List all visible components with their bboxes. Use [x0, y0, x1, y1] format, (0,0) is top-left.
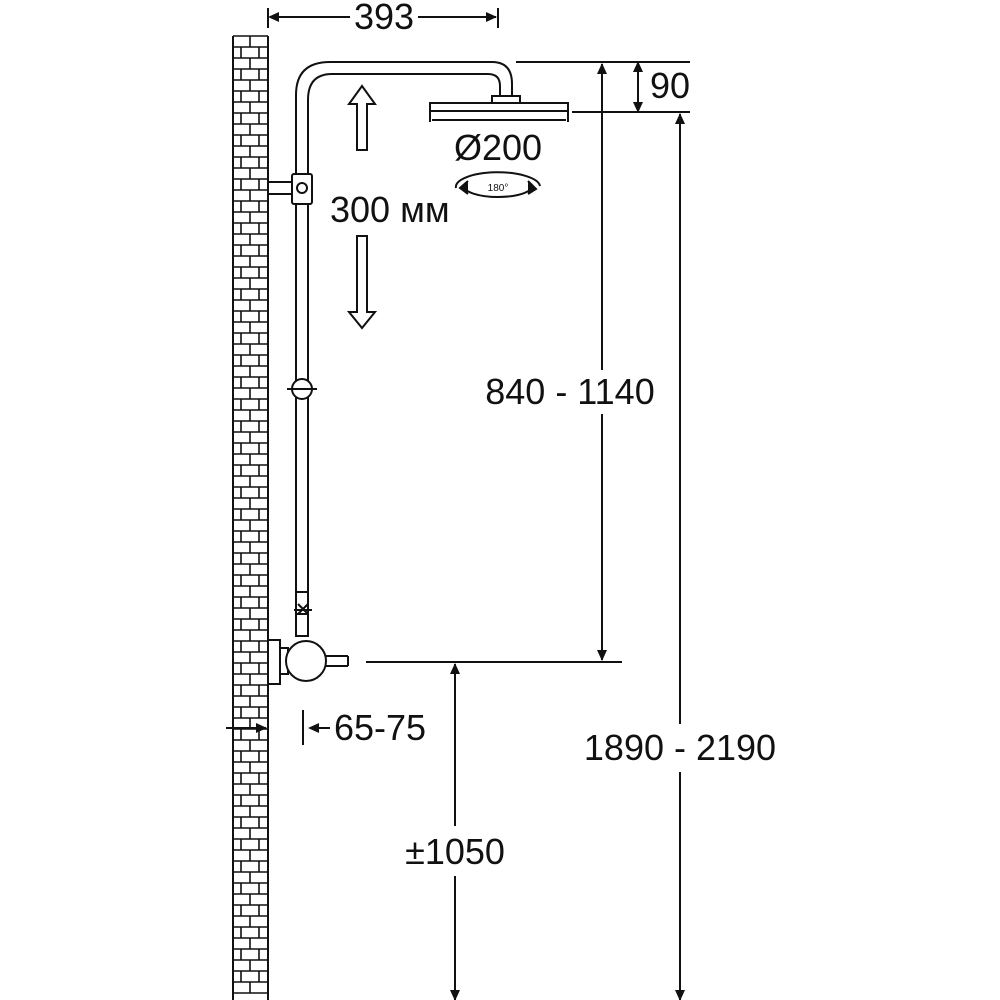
brick-wall	[232, 35, 269, 1000]
head-offset-label: 90	[650, 65, 690, 106]
head-offset-dimension	[516, 61, 690, 113]
shower-head	[429, 95, 569, 122]
rotation-arrow-icon	[454, 171, 541, 198]
rotation-label: 180°	[488, 183, 509, 194]
down-arrow-icon	[346, 235, 378, 330]
total-height-label: 1890 - 2190	[584, 727, 776, 768]
arm-reach-dimension	[267, 8, 499, 28]
up-arrow-icon	[347, 84, 377, 151]
shower-column	[267, 61, 513, 637]
head-diameter-label: Ø200	[454, 127, 542, 168]
mixer-valve	[267, 639, 349, 685]
mixer-height-label: ±1050	[405, 831, 505, 872]
slide-travel-label: 300 мм	[330, 189, 450, 230]
arm-reach-label: 393	[354, 0, 414, 37]
slide-travel-arrows	[346, 84, 378, 330]
wall-clearance-dimension	[226, 710, 330, 745]
wall-clearance-label: 65-75	[334, 707, 426, 748]
rail-height-label: 840 - 1140	[485, 371, 654, 412]
